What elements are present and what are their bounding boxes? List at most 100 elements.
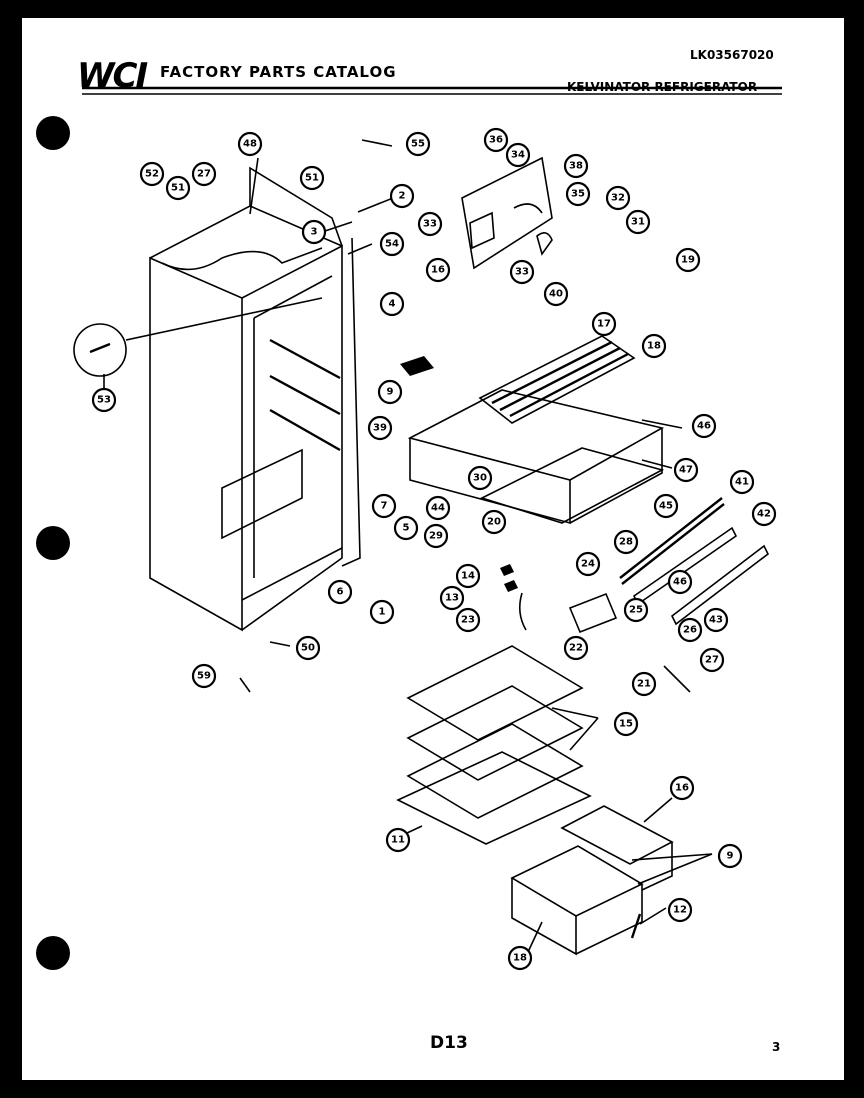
- callout-20: 20: [481, 509, 507, 535]
- callout-25: 25: [623, 597, 649, 623]
- svg-text:38: 38: [569, 161, 583, 172]
- callout-36: 36: [483, 127, 509, 153]
- page-number: 3: [772, 1040, 781, 1054]
- callout-16: 16: [425, 257, 451, 283]
- svg-text:3: 3: [311, 227, 318, 238]
- callout-34: 34: [505, 142, 531, 168]
- svg-text:51: 51: [305, 173, 319, 184]
- callout-54: 54: [379, 231, 405, 257]
- callout-44: 44: [425, 495, 451, 521]
- leader-lines: [103, 139, 713, 953]
- svg-text:35: 35: [571, 189, 585, 200]
- binder-hole-top: [36, 116, 70, 150]
- callout-14: 14: [455, 563, 481, 589]
- callout-7: 7: [371, 493, 397, 519]
- callout-42: 42: [751, 501, 777, 527]
- svg-text:41: 41: [735, 477, 749, 488]
- callout-19: 19: [675, 247, 701, 273]
- control-housing: [461, 156, 553, 270]
- svg-text:30: 30: [473, 473, 487, 484]
- svg-text:27: 27: [705, 655, 719, 666]
- svg-text:34: 34: [511, 150, 525, 161]
- svg-text:39: 39: [373, 423, 387, 434]
- catalog-title: FACTORY PARTS CATALOG: [160, 63, 397, 81]
- callout-43: 43: [703, 607, 729, 633]
- callout-51: 51: [165, 175, 191, 201]
- svg-text:33: 33: [515, 267, 529, 278]
- svg-text:22: 22: [569, 643, 583, 654]
- callout-51b: 51: [299, 165, 325, 191]
- svg-text:52: 52: [145, 169, 159, 180]
- glass-shelves: [396, 645, 592, 845]
- callout-48: 48: [237, 131, 263, 157]
- callout-55: 55: [405, 131, 431, 157]
- callout-27: 27: [191, 161, 217, 187]
- callout-13: 13: [439, 585, 465, 611]
- callout-27b: 27: [699, 647, 725, 673]
- callout-18b: 18: [507, 945, 533, 971]
- callout-9: 9: [377, 379, 403, 405]
- svg-text:17: 17: [597, 319, 611, 330]
- callout-35: 35: [565, 181, 591, 207]
- callout-46b: 46: [667, 569, 693, 595]
- svg-text:47: 47: [679, 465, 693, 476]
- callout-52: 52: [139, 161, 165, 187]
- svg-text:26: 26: [683, 625, 697, 636]
- callout-33: 33: [417, 211, 443, 237]
- svg-text:50: 50: [301, 643, 315, 654]
- svg-text:31: 31: [631, 217, 645, 228]
- svg-text:5: 5: [403, 523, 410, 534]
- svg-text:6: 6: [337, 587, 344, 598]
- callout-39: 39: [367, 415, 393, 441]
- svg-text:28: 28: [619, 537, 633, 548]
- svg-text:24: 24: [581, 559, 595, 570]
- svg-text:45: 45: [659, 501, 673, 512]
- callout-5: 5: [393, 515, 419, 541]
- svg-text:7: 7: [381, 501, 388, 512]
- callout-28: 28: [613, 529, 639, 555]
- callout-4: 4: [379, 291, 405, 317]
- callout-11: 11: [385, 827, 411, 853]
- svg-text:40: 40: [549, 289, 563, 300]
- svg-text:11: 11: [391, 835, 405, 846]
- callouts: 48 55 36 34 52 51 27 51 2 38 35 32 3 54 …: [91, 127, 777, 971]
- svg-text:59: 59: [197, 671, 211, 682]
- callout-12: 12: [667, 897, 693, 923]
- callout-9b: 9: [717, 843, 743, 869]
- callout-1: 1: [369, 599, 395, 625]
- callout-40: 40: [543, 281, 569, 307]
- callout-41: 41: [729, 469, 755, 495]
- callout-53: 53: [91, 387, 117, 413]
- callout-2: 2: [389, 183, 415, 209]
- svg-text:13: 13: [445, 593, 459, 604]
- freezer-assembly: [407, 335, 665, 525]
- svg-text:44: 44: [431, 503, 445, 514]
- header-rules: [82, 86, 782, 95]
- svg-text:12: 12: [673, 905, 687, 916]
- binder-hole-bottom: [36, 936, 70, 970]
- svg-text:46: 46: [673, 577, 687, 588]
- svg-text:19: 19: [681, 255, 695, 266]
- svg-text:9: 9: [727, 851, 734, 862]
- svg-text:21: 21: [637, 679, 651, 690]
- exploded-parts-diagram: 48 55 36 34 52 51 27 51 2 38 35 32 3 54 …: [73, 86, 782, 971]
- part-53-plug-inset: [73, 297, 323, 377]
- callout-29: 29: [423, 523, 449, 549]
- callout-26: 26: [677, 617, 703, 643]
- svg-text:23: 23: [461, 615, 475, 626]
- callout-31: 31: [625, 209, 651, 235]
- hardware-small-parts: [400, 356, 618, 634]
- callout-47: 47: [673, 457, 699, 483]
- svg-text:51: 51: [171, 183, 185, 194]
- callout-45: 45: [653, 493, 679, 519]
- callout-17: 17: [591, 311, 617, 337]
- diagram-page-id: D13: [430, 1033, 468, 1053]
- svg-text:27: 27: [197, 169, 211, 180]
- catalog-code: LK03567020: [690, 48, 774, 62]
- catalog-page: WCI FACTORY PARTS CATALOG LK03567020 KEL…: [22, 18, 844, 1080]
- svg-text:46: 46: [697, 421, 711, 432]
- svg-text:55: 55: [411, 139, 425, 150]
- svg-text:14: 14: [461, 571, 475, 582]
- wci-logo: WCI: [77, 56, 148, 96]
- callout-3: 3: [301, 219, 327, 245]
